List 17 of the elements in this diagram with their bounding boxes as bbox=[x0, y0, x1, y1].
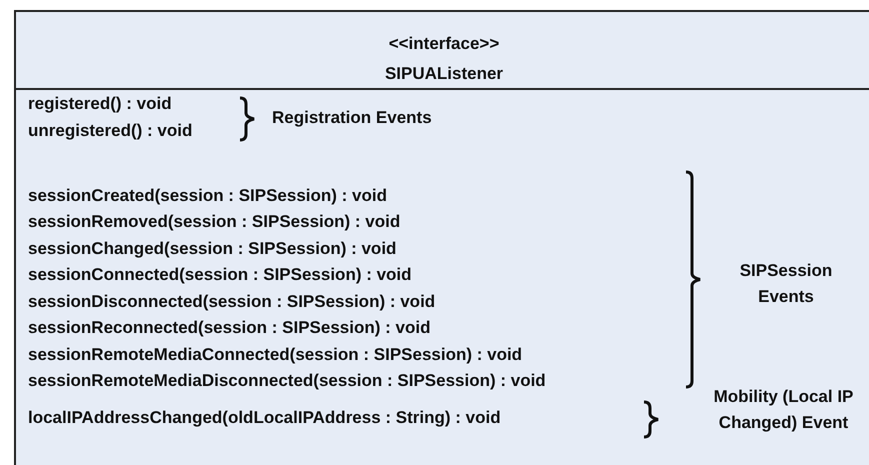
group-label: Mobility (Local IP Changed) Event bbox=[712, 386, 854, 434]
method-signature: sessionRemoteMediaDisconnected(session : SIPSession) : void bbox=[28, 371, 546, 391]
method-signature: sessionCreated(session : SIPSession) : void bbox=[28, 186, 388, 206]
method-signature: sessionRemoved(session : SIPSession) : void bbox=[28, 212, 400, 232]
group-label: Registration Events bbox=[272, 108, 432, 128]
method-signature: registered() : void bbox=[28, 94, 172, 114]
method-signature: sessionDisconnected(session : SIPSession) : void bbox=[28, 292, 436, 312]
method-signature: sessionReconnected(session : SIPSession) : void bbox=[28, 318, 430, 338]
method-signature: sessionConnected(session : SIPSession) : void bbox=[28, 265, 412, 285]
method-signature: sessionChanged(session : SIPSession) : void bbox=[28, 239, 396, 259]
method-signature: sessionRemoteMediaConnected(session : SIPSession) : void bbox=[28, 345, 522, 365]
class-box bbox=[14, 10, 869, 465]
group-label: SIPSession Events bbox=[738, 260, 834, 308]
stereotype-label: <<interface>> bbox=[388, 34, 500, 54]
method-signature: unregistered() : void bbox=[28, 121, 192, 141]
method-signature: localIPAddressChanged(oldLocalIPAddress : String) : void bbox=[28, 408, 501, 428]
class-name: SIPUAListener bbox=[384, 64, 504, 84]
